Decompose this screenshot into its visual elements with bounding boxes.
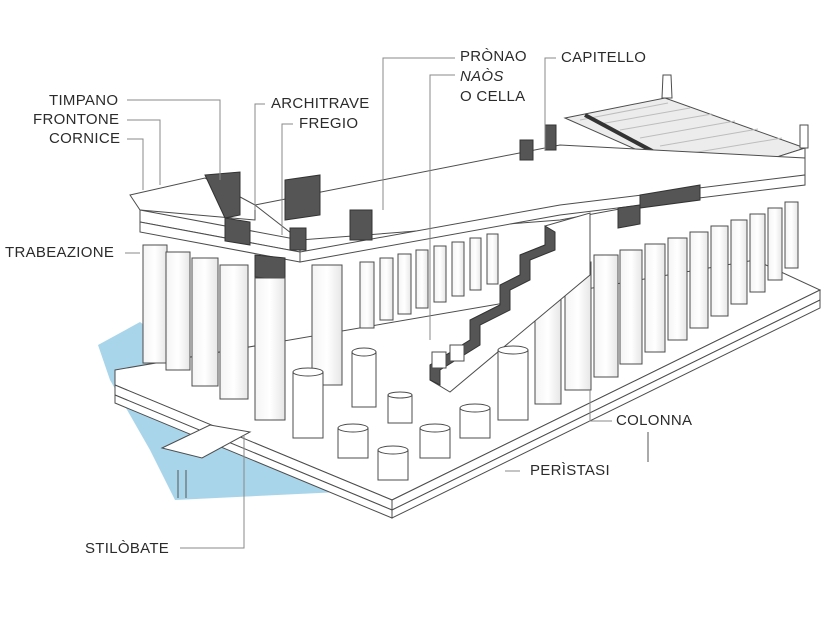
label-trabeazione: TRABEAZIONE [5,244,115,261]
label-pronao: PRÒNAO [460,48,527,65]
leader-lines [125,57,612,549]
label-architrave: ARCHITRAVE [271,95,370,112]
label-peristasi: PERÌSTASI [530,462,610,479]
human-figures [177,432,649,498]
label-colonna: COLONNA [616,412,693,429]
stylobate-platform [114,259,822,519]
entrance-ramp [160,424,252,459]
back-colonnade [359,233,499,329]
label-frontone: FRONTONE [33,111,120,128]
label-fregio: FREGIO [299,115,359,132]
label-cornice: CORNICE [49,130,121,147]
front-colonnade [142,244,343,421]
cella-wall-top [429,225,556,386]
cut-blocks [204,124,701,281]
column-drums [292,344,529,481]
label-capitello: CAPITELLO [561,49,647,66]
label-naos: NAÒS [460,68,504,85]
label-timpano: TIMPANO [49,92,119,109]
label-cella: O CELLA [460,88,526,105]
label-stilobate: STILÒBATE [85,540,170,557]
